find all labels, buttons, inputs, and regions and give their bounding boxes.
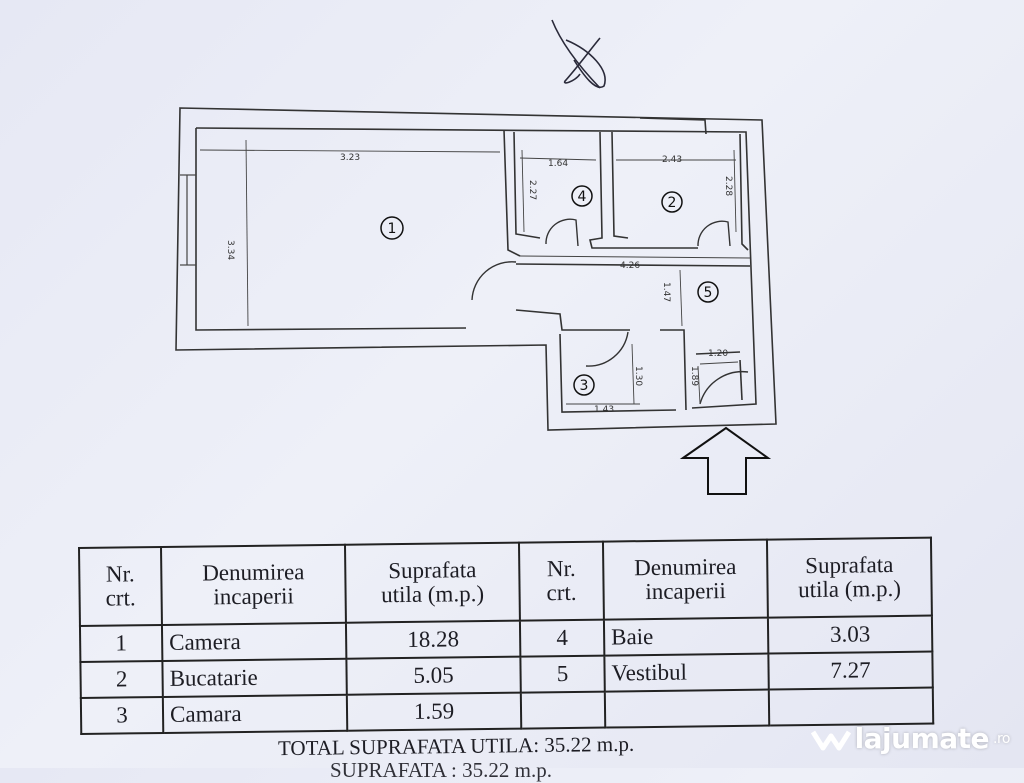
cell-room-name: Vestibul [604, 653, 769, 692]
cell-area: 18.28 [345, 620, 521, 659]
outer-walls [175, 107, 777, 431]
svg-text:3: 3 [580, 378, 589, 394]
header-denumirea-2: Denumirea incaperii [602, 539, 768, 620]
header-nr-2: Nr. crt. [518, 541, 604, 621]
watermark-brand: lajumate [854, 722, 990, 755]
dim-label: 1.43 [594, 405, 614, 415]
cell-nr: 2 [80, 660, 163, 698]
svg-text:1: 1 [388, 221, 397, 237]
dim-label: 2.27 [527, 180, 537, 200]
cell-nr: 3 [80, 696, 164, 734]
dim-label: 3.23 [340, 153, 360, 163]
dim-label: 1.20 [708, 349, 728, 359]
signature-mark [551, 19, 606, 89]
dim-label: 2.43 [662, 155, 682, 165]
floor-plan: 3.23 3.34 1.64 2.43 2.27 2.28 4.26 1.47 … [175, 19, 777, 495]
cell-room-name [604, 689, 770, 728]
cell-area [768, 687, 934, 726]
room-marker: 3 [573, 374, 595, 396]
dim-label: 4.26 [620, 261, 640, 271]
room-marker: 5 [697, 281, 719, 303]
dim-label: 1.30 [633, 366, 643, 386]
watermark-tld: .ro [993, 730, 1010, 747]
dimension-lines [199, 139, 751, 405]
header-suprafata: Suprafata utila (m.p.) [344, 542, 520, 623]
entrance-arrow-icon [679, 426, 772, 495]
cell-room-name: Bucatarie [162, 658, 347, 697]
interior-walls [503, 129, 751, 411]
cell-nr: 4 [519, 619, 605, 657]
header-nr: Nr. crt. [79, 546, 162, 626]
lajumate-logo-icon [810, 730, 851, 750]
room-marker: 2 [661, 191, 683, 213]
total-area-text-cut: SUPRAFATA : 35.22 m.p. [330, 758, 552, 782]
cell-nr [520, 691, 606, 729]
svg-text:4: 4 [578, 189, 587, 205]
cell-room-name: Camara [162, 694, 348, 733]
dim-label: 2.28 [723, 176, 733, 196]
header-suprafata-2: Suprafata utila (m.p.) [766, 537, 932, 618]
cell-nr: 5 [520, 655, 605, 693]
window-left [180, 174, 196, 266]
room-marker: 1 [380, 216, 404, 240]
total-area-text: TOTAL SUPRAFATA UTILA: 35.22 m.p. [277, 731, 635, 761]
cell-room-name: Baie [603, 617, 769, 656]
cell-area: 1.59 [346, 692, 522, 731]
dim-label: 1.47 [661, 282, 671, 302]
lajumate-watermark: lajumate.ro [810, 722, 1010, 755]
cell-area: 5.05 [346, 656, 521, 695]
dim-label: 1.89 [689, 366, 699, 386]
cell-area: 7.27 [768, 651, 933, 690]
room-marker: 4 [571, 185, 593, 207]
dim-label: 1.64 [548, 159, 568, 169]
cell-nr: 1 [79, 624, 163, 662]
room-area-table: Nr. crt. Denumirea incaperii Suprafata u… [78, 537, 934, 735]
cell-area: 3.03 [767, 615, 933, 654]
table-header-row: Nr. crt. Denumirea incaperii Suprafata u… [79, 537, 932, 626]
svg-text:5: 5 [704, 285, 713, 301]
door-swings [471, 218, 749, 405]
svg-text:2: 2 [668, 195, 677, 211]
dim-label: 3.34 [225, 240, 235, 260]
cell-room-name: Camera [161, 622, 347, 661]
header-denumirea: Denumirea incaperii [161, 544, 346, 625]
